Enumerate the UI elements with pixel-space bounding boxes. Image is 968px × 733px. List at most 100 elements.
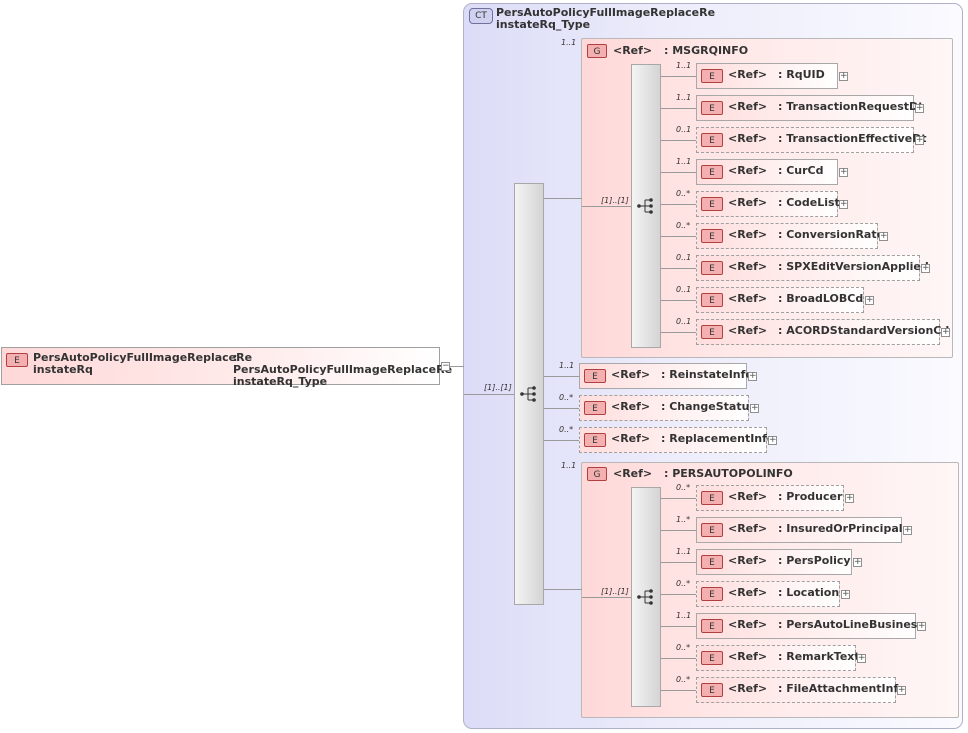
element-cardinality: 0..1: [676, 125, 692, 134]
expand-icon[interactable]: +: [748, 371, 757, 381]
expand-icon[interactable]: +: [903, 525, 912, 535]
element-connector-line: [661, 594, 696, 595]
element-ref: <Ref>: [728, 68, 768, 81]
element-box[interactable]: [696, 319, 940, 345]
expand-icon[interactable]: +: [839, 71, 848, 81]
element-ref: <Ref>: [611, 368, 651, 381]
element-ref: <Ref>: [728, 228, 768, 241]
element-cardinality: 0..*: [676, 483, 691, 492]
expand-icon[interactable]: +: [917, 621, 926, 631]
element-name: : ConversionRate: [778, 228, 885, 241]
element-badge: E: [701, 165, 723, 179]
element-box[interactable]: [696, 95, 914, 121]
element-cardinality: 0..*: [559, 425, 574, 434]
expand-icon[interactable]: +: [853, 557, 862, 567]
element-ref: <Ref>: [728, 650, 768, 663]
persautopolinfo-cardinality: 1..1: [561, 461, 577, 470]
element-badge: E: [701, 261, 723, 275]
expand-icon[interactable]: +: [879, 231, 888, 241]
element-badge: E: [701, 491, 723, 505]
element-cardinality: 1..*: [676, 515, 691, 524]
expand-icon[interactable]: +: [857, 653, 866, 663]
element-name: : ReinstateInfo: [661, 368, 753, 381]
expand-icon[interactable]: +: [750, 403, 759, 413]
element-box[interactable]: [696, 223, 878, 249]
root-element-type: : PersAutoPolicyFullImageReplaceRe insta…: [233, 351, 453, 388]
element-connector-line: [661, 204, 696, 205]
root-collapse-icon[interactable]: −: [441, 361, 450, 371]
element-cardinality: 0..*: [676, 189, 691, 198]
expand-icon[interactable]: +: [915, 103, 924, 113]
expand-icon[interactable]: +: [839, 199, 848, 209]
element-connector-line: [661, 236, 696, 237]
element-connector-line: [661, 498, 696, 499]
expand-icon[interactable]: +: [921, 263, 930, 273]
persautopolinfo-sequence-cardinality: [1]..[1]: [601, 587, 629, 596]
msgrqinfo-group-badge: G: [587, 44, 607, 58]
element-connector-line: [661, 530, 696, 531]
element-badge: E: [701, 325, 723, 339]
element-cardinality: 1..1: [676, 547, 692, 556]
expand-icon[interactable]: +: [865, 295, 874, 305]
element-ref: <Ref>: [728, 618, 768, 631]
sequence-icon: [520, 386, 536, 402]
element-connector-line: [544, 408, 579, 409]
element-connector-line: [661, 562, 696, 563]
element-cardinality: 0..*: [676, 221, 691, 230]
element-ref: <Ref>: [728, 100, 768, 113]
expand-icon[interactable]: +: [839, 167, 848, 177]
element-badge: E: [701, 619, 723, 633]
element-ref: <Ref>: [611, 432, 651, 445]
element-badge: E: [701, 197, 723, 211]
element-connector-line: [544, 376, 579, 377]
element-badge: E: [701, 523, 723, 537]
root-element-box[interactable]: [1, 347, 440, 385]
element-name: : FileAttachmentInfo: [778, 682, 906, 695]
element-connector-line: [544, 440, 579, 441]
element-name: : SPXEditVersionApplied: [778, 260, 929, 273]
element-box[interactable]: [579, 363, 747, 389]
element-name: : ReplacementInfo: [661, 432, 775, 445]
persautopolinfo-connector-line: [544, 589, 582, 590]
element-cardinality: 1..1: [559, 361, 575, 370]
element-connector-line: [661, 658, 696, 659]
element-box[interactable]: [696, 677, 896, 703]
element-box[interactable]: [579, 427, 767, 453]
expand-icon[interactable]: +: [841, 589, 850, 599]
expand-icon[interactable]: +: [915, 135, 924, 145]
expand-icon[interactable]: +: [941, 327, 950, 337]
element-connector-line: [661, 108, 696, 109]
element-ref: <Ref>: [728, 490, 768, 503]
persautopolinfo-name: : PERSAUTOPOLINFO: [664, 467, 793, 480]
element-ref: <Ref>: [728, 324, 768, 337]
element-name: : TransactionRequestDt: [778, 100, 924, 113]
element-cardinality: 0..1: [676, 253, 692, 262]
element-badge: E: [701, 229, 723, 243]
element-box[interactable]: [696, 287, 864, 313]
element-box[interactable]: [579, 395, 749, 421]
element-badge: E: [584, 369, 606, 383]
main-sequence-connector-line: [464, 394, 514, 395]
sequence-icon: [637, 198, 653, 214]
root-element-badge: E: [6, 353, 28, 367]
persautopolinfo-group-badge: G: [587, 467, 607, 481]
element-cardinality: 0..*: [676, 579, 691, 588]
element-cardinality: 0..*: [559, 393, 574, 402]
msgrqinfo-cardinality: 1..1: [561, 38, 577, 47]
element-box[interactable]: [696, 127, 914, 153]
element-box[interactable]: [696, 517, 902, 543]
element-connector-line: [661, 690, 696, 691]
element-ref: <Ref>: [611, 400, 651, 413]
root-connector-line: [450, 366, 464, 367]
element-ref: <Ref>: [728, 196, 768, 209]
expand-icon[interactable]: +: [897, 685, 906, 695]
element-box[interactable]: [696, 613, 916, 639]
expand-icon[interactable]: +: [768, 435, 777, 445]
msgrqinfo-ref: <Ref>: [613, 44, 653, 57]
element-cardinality: 1..1: [676, 611, 692, 620]
complex-type-name: PersAutoPolicyFullImageReplaceRe instate…: [496, 6, 716, 31]
complex-type-badge: CT: [469, 8, 493, 24]
msgrqinfo-sequence-cardinality: [1]..[1]: [601, 196, 629, 205]
element-box[interactable]: [696, 255, 920, 281]
expand-icon[interactable]: +: [845, 493, 854, 503]
